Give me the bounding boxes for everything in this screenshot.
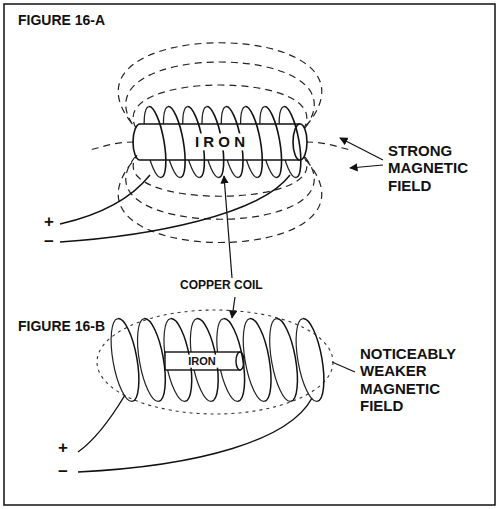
polarity-sign: +	[58, 438, 68, 458]
core-label: I R O N	[192, 133, 248, 150]
strong-field-lines	[88, 43, 352, 243]
part-label: COPPER COIL	[180, 279, 263, 293]
polarity-sign: +	[44, 212, 54, 232]
lead-wires	[60, 175, 290, 242]
coil-front-windings	[118, 317, 329, 402]
field-label: NOTICEABLY WEAKER MAGNETIC FIELD	[360, 345, 485, 414]
frame	[4, 4, 495, 505]
core-label: IRON	[185, 355, 219, 368]
figure-title: FIGURE 16-B	[18, 318, 105, 334]
field-label: STRONG MAGNETIC FIELD	[388, 142, 488, 194]
small-iron-core	[165, 352, 244, 370]
polarity-sign: −	[58, 462, 68, 482]
leader-lines	[224, 138, 383, 372]
figure-title: FIGURE 16-A	[18, 12, 105, 28]
coil-front-windings	[149, 105, 305, 177]
weak-field-line	[97, 310, 333, 414]
lead-wires	[78, 395, 312, 472]
polarity-sign: −	[44, 232, 54, 252]
